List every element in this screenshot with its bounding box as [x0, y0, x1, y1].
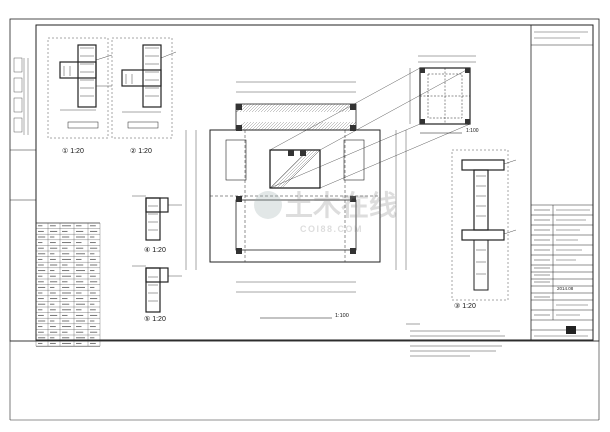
- roof-plan-scale: 1:100: [466, 128, 479, 134]
- section-detail-3: [451, 149, 517, 301]
- main-floor-plan: [185, 81, 407, 293]
- title-block-text-marks: [534, 31, 590, 337]
- detail-2-scale: ② 1:20: [130, 147, 152, 155]
- sheet-frame: [9, 18, 600, 421]
- detail-1-scale: ① 1:20: [62, 147, 84, 155]
- reinforcement-table: [35, 222, 101, 347]
- binding-strip: [13, 57, 29, 135]
- watermark: 土木在线 COI88.COM: [254, 190, 397, 234]
- detail-5-scale: ⑤ 1:20: [144, 315, 166, 323]
- roof-plan: [409, 55, 476, 125]
- watermark-sub: COI88.COM: [300, 224, 363, 234]
- watermark-main: 土木在线: [285, 190, 397, 221]
- main-plan-column-stubs: [236, 104, 356, 254]
- company-logo: [566, 326, 576, 334]
- general-notes: [406, 323, 505, 357]
- detail-3-scale: ③ 1:20: [454, 302, 476, 310]
- roof-plan-columns: [420, 68, 470, 124]
- wall-detail-5: [132, 265, 182, 313]
- wall-detail-1: [47, 37, 113, 139]
- main-plan-scale: 1:100: [335, 313, 349, 319]
- leader-lines: [269, 67, 471, 189]
- wall-detail-2: [111, 37, 177, 139]
- detail-4-scale: ④ 1:20: [144, 246, 166, 254]
- title-block-date: 2014.08: [557, 286, 574, 291]
- title-block: [530, 25, 593, 340]
- wall-detail-4: [132, 195, 182, 241]
- main-plan-hatched-walls: [235, 103, 357, 189]
